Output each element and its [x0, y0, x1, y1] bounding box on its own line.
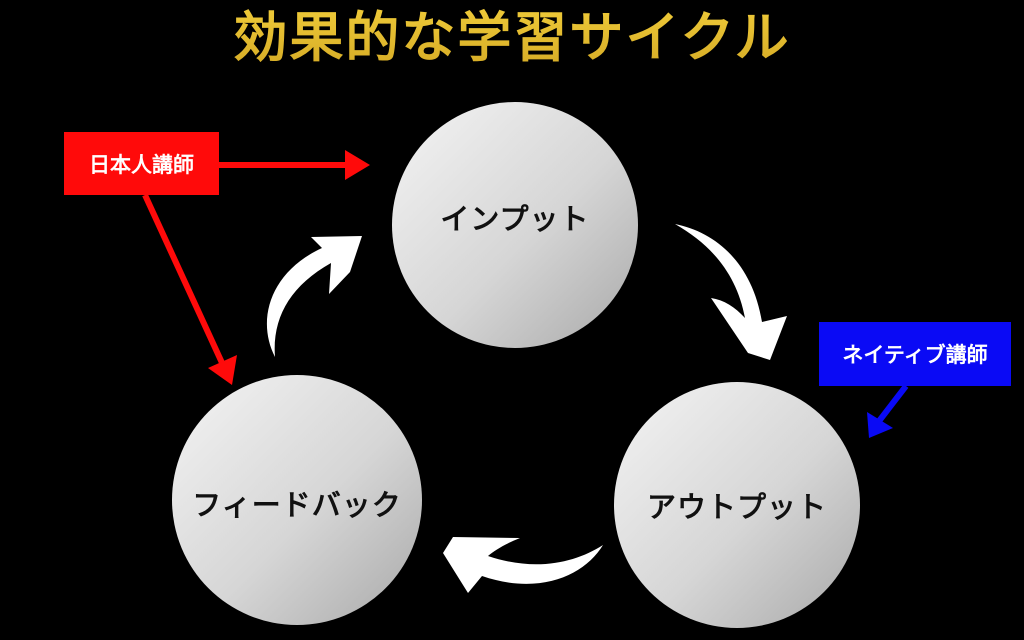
- output-node-label: アウトプット: [646, 490, 828, 524]
- red-arrowhead-feedback-icon: [208, 355, 237, 385]
- native-teacher-label: ネイティブ講師: [842, 343, 988, 367]
- blue-arrowhead-output-icon: [867, 412, 893, 438]
- feedback-node-label: フィードバック: [192, 488, 402, 522]
- japanese-teacher-arrows: [142, 150, 370, 385]
- arrow-input-to-output-icon: [675, 224, 787, 360]
- blue-arrow-to-output: [873, 384, 909, 427]
- diagram-title: 効果的な学習サイクル: [0, 2, 1024, 74]
- japanese-teacher-label: 日本人講師: [89, 152, 194, 177]
- output-node-circle: [614, 382, 860, 628]
- input-node-circle: [392, 102, 638, 348]
- red-arrowhead-input-icon: [345, 150, 370, 180]
- input-node-label: インプット: [440, 202, 590, 236]
- native-teacher-arrow: [867, 384, 909, 438]
- arrow-output-to-feedback-icon: [443, 537, 603, 593]
- arrow-feedback-to-input-icon: [266, 236, 362, 357]
- native-teacher-tag: ネイティブ講師: [819, 322, 1011, 386]
- japanese-teacher-tag: 日本人講師: [64, 132, 219, 195]
- feedback-node-circle: [172, 375, 422, 625]
- red-arrow-to-feedback: [142, 193, 226, 367]
